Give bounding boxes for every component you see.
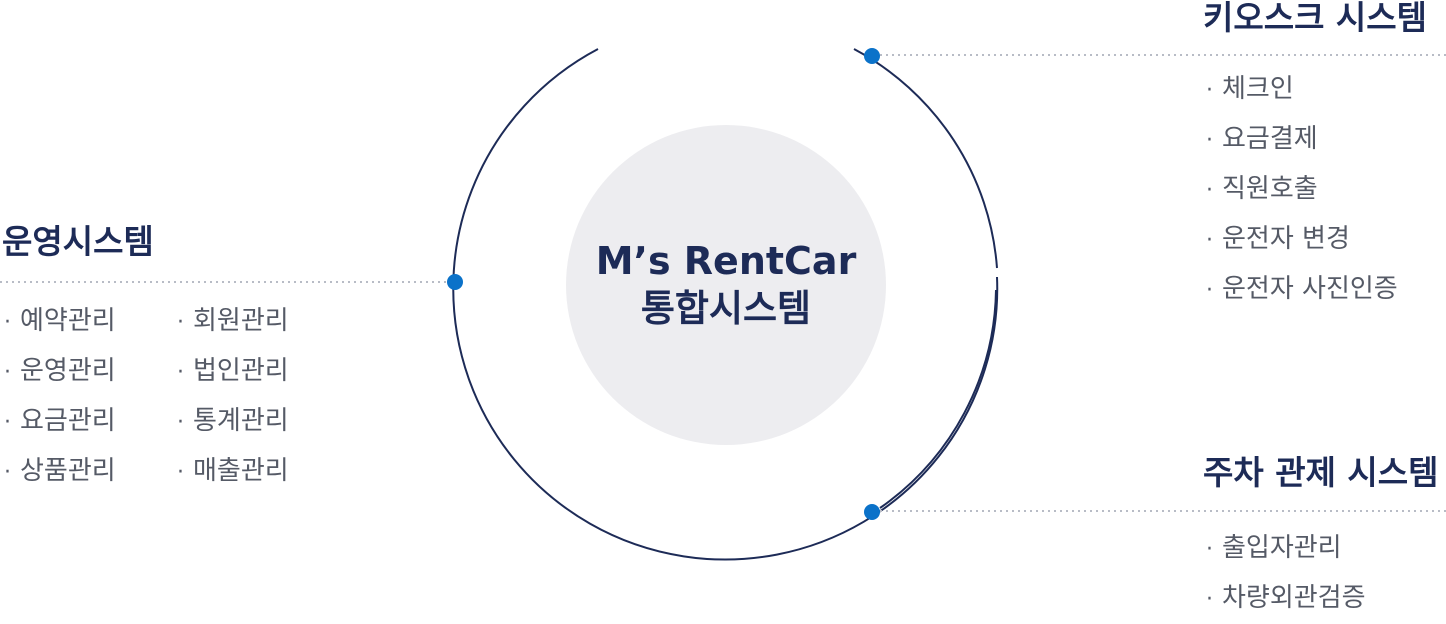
list-item: ·매출관리 bbox=[177, 447, 289, 497]
ring-arc-bottom-right bbox=[879, 289, 997, 509]
center-hub: M’s RentCar 통합시스템 bbox=[566, 125, 886, 445]
node-parking bbox=[864, 504, 880, 520]
list-item: ·통계관리 bbox=[177, 397, 289, 447]
ring-arc-main bbox=[452, 48, 999, 561]
bullet-icon: · bbox=[1206, 128, 1213, 153]
bullet-icon: · bbox=[177, 360, 184, 385]
list-item: ·요금관리 bbox=[4, 397, 116, 447]
bullet-icon: · bbox=[4, 310, 11, 335]
bullet-icon: · bbox=[1206, 587, 1213, 612]
bullet-icon: · bbox=[1206, 537, 1213, 562]
bullet-icon: · bbox=[177, 460, 184, 485]
list-item: ·운전자 변경 bbox=[1206, 215, 1398, 265]
parking-item-list: ·출입자관리 ·차량외관검증 bbox=[1206, 524, 1366, 624]
node-kiosk bbox=[864, 48, 880, 64]
parking-system-title: 주차 관제 시스템 bbox=[1203, 453, 1439, 492]
operation-left-list: ·예약관리 ·운영관리 ·요금관리 ·상품관리 bbox=[4, 297, 116, 497]
list-item: ·상품관리 bbox=[4, 447, 116, 497]
bullet-icon: · bbox=[177, 410, 184, 435]
bullet-icon: · bbox=[1206, 228, 1213, 253]
operation-system-title: 운영시스템 bbox=[2, 222, 154, 261]
bullet-icon: · bbox=[4, 360, 11, 385]
operation-right-list: ·회원관리 ·법인관리 ·통계관리 ·매출관리 bbox=[177, 297, 289, 497]
list-item: ·직원호출 bbox=[1206, 165, 1398, 215]
kiosk-item-list: ·체크인 ·요금결제 ·직원호출 ·운전자 변경 ·운전자 사진인증 bbox=[1206, 65, 1398, 315]
ring-arc-top-right bbox=[853, 48, 998, 269]
list-item: ·차량외관검증 bbox=[1206, 574, 1366, 624]
list-item: ·체크인 bbox=[1206, 65, 1398, 115]
bullet-icon: · bbox=[1206, 278, 1213, 303]
node-operation bbox=[447, 274, 463, 290]
kiosk-system-title: 키오스크 시스템 bbox=[1203, 0, 1428, 37]
list-item: ·출입자관리 bbox=[1206, 524, 1366, 574]
list-item: ·회원관리 bbox=[177, 297, 289, 347]
list-item: ·운영관리 bbox=[4, 347, 116, 397]
bullet-icon: · bbox=[4, 410, 11, 435]
list-item: ·운전자 사진인증 bbox=[1206, 265, 1398, 315]
bullet-icon: · bbox=[177, 310, 184, 335]
list-item: ·법인관리 bbox=[177, 347, 289, 397]
bullet-icon: · bbox=[1206, 78, 1213, 103]
list-item: ·예약관리 bbox=[4, 297, 116, 347]
bullet-icon: · bbox=[4, 460, 11, 485]
center-title: M’s RentCar bbox=[595, 239, 857, 283]
bullet-icon: · bbox=[1206, 178, 1213, 203]
list-item: ·요금결제 bbox=[1206, 115, 1398, 165]
center-subtitle: 통합시스템 bbox=[640, 287, 812, 330]
